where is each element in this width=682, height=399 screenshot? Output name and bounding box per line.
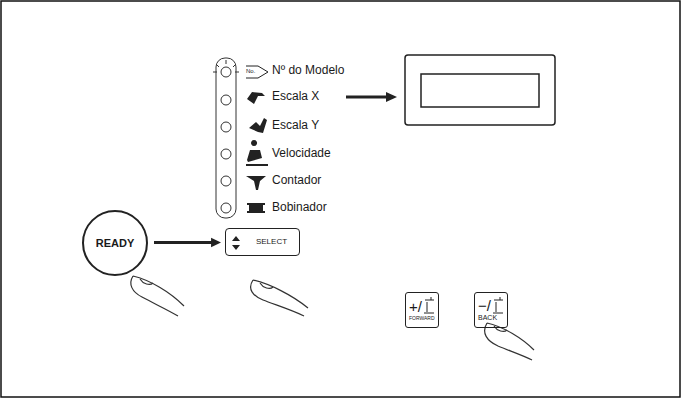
menu-icons — [246, 92, 268, 213]
panel-button: −/BACK — [474, 292, 508, 328]
panel-button: SELECT — [225, 228, 300, 256]
spool-icons — [424, 297, 503, 313]
updown-icon — [232, 236, 240, 250]
led-rays — [213, 60, 239, 72]
button-label: READY — [96, 237, 135, 249]
led-panel — [216, 58, 236, 218]
arrow-head — [386, 92, 397, 102]
flow-arrow — [154, 241, 213, 244]
menu-label: No. — [246, 68, 255, 75]
fingers — [131, 276, 534, 360]
model-icon — [246, 66, 268, 78]
panel-button: +/FORWARD — [405, 292, 439, 328]
menu-label: Velocidade — [272, 147, 331, 160]
button-label: SELECT — [256, 238, 287, 247]
menu-label: Contador — [272, 174, 321, 187]
led-lamps — [221, 67, 231, 213]
arrow-head — [211, 238, 221, 247]
pointer-arrow — [346, 96, 388, 99]
button-label: BACK — [478, 314, 497, 322]
button-label: +/ — [409, 299, 422, 316]
display-housing — [405, 55, 555, 125]
menu-label: Escala Y — [272, 119, 319, 132]
button-label: FORWARD — [409, 316, 435, 322]
menu-label: Bobinador — [272, 201, 327, 214]
display-window — [421, 74, 539, 107]
menu-label: Escala X — [272, 90, 319, 103]
panel-button: READY — [82, 210, 148, 276]
button-label: −/ — [478, 298, 491, 315]
menu-label: Nº do Modelo — [272, 64, 344, 77]
